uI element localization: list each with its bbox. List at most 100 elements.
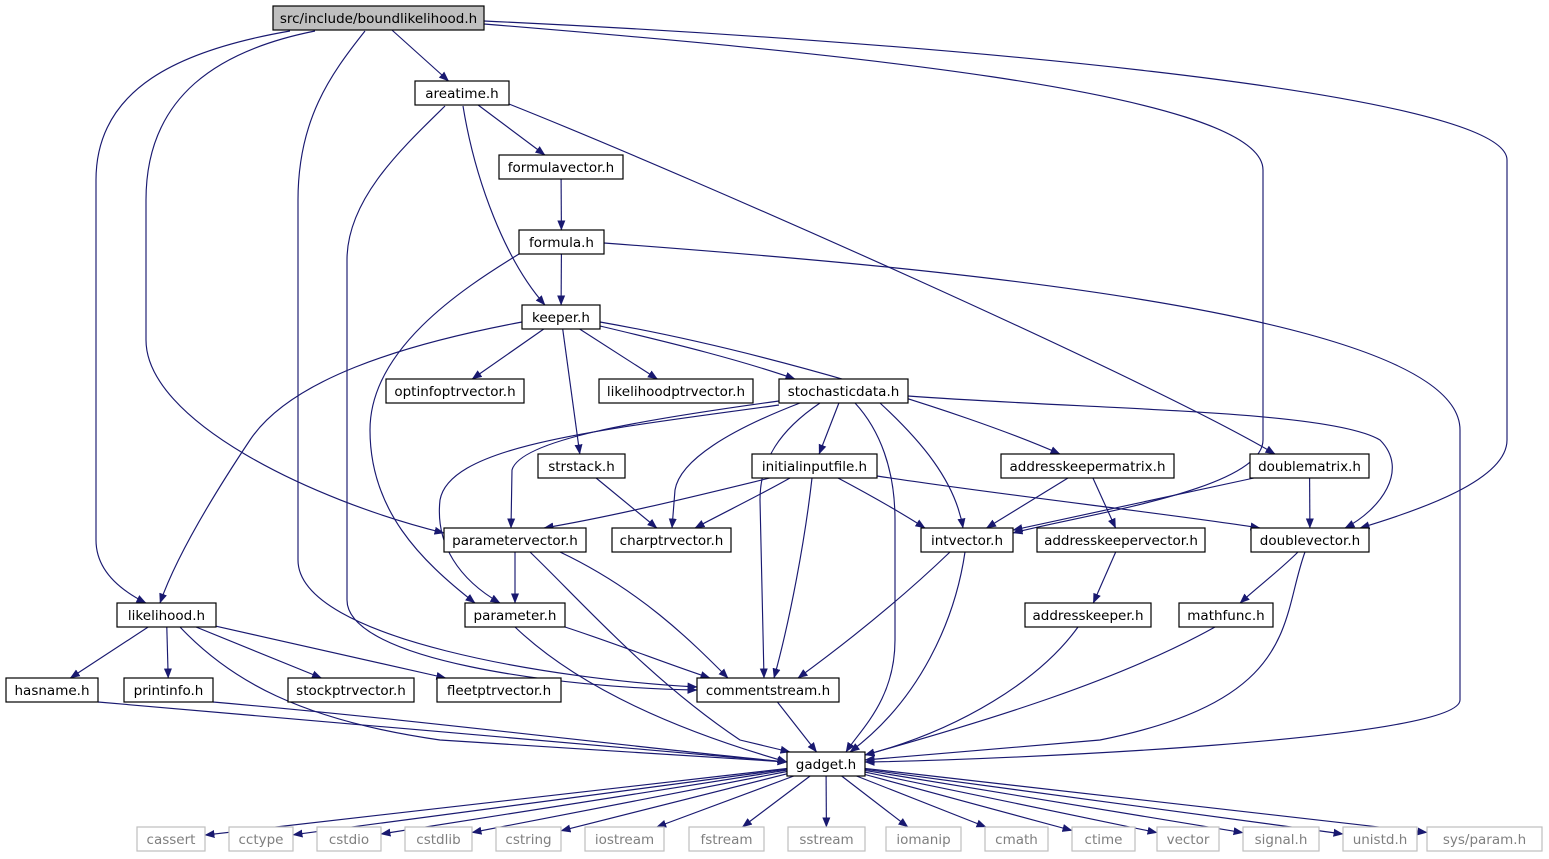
edge-intvector-to-commentstream: [797, 551, 951, 679]
node-cstring: cstring: [495, 826, 562, 852]
node-cstdio: cstdio: [316, 826, 382, 852]
edge-initialinputfile-to-doublevector: [876, 475, 1261, 531]
node-printinfo[interactable]: printinfo.h: [123, 677, 214, 703]
edge-stochasticdata-to-initialinputfile: [818, 402, 840, 455]
edge-boundlikelihood-to-commentstream: [297, 30, 698, 691]
edge-stochasticdata-to-parameter: [438, 404, 780, 604]
node-addresskeepermatrix[interactable]: addresskeepermatrix.h: [1000, 453, 1175, 479]
edge-addresskeepermatrix-to-addresskeepervector: [1092, 477, 1117, 529]
node-doublevector[interactable]: doublevector.h: [1250, 527, 1370, 553]
node-label: cstdlib: [416, 832, 460, 848]
node-mathfunc[interactable]: mathfunc.h: [1178, 602, 1274, 628]
node-label: formulavector.h: [508, 160, 614, 176]
node-fleetptrvector[interactable]: fleetptrvector.h: [436, 677, 562, 703]
edge-arrow: [163, 626, 172, 679]
edge-arrow: [603, 242, 1461, 766]
edge-arrow: [864, 767, 1428, 836]
node-label: cstring: [505, 832, 551, 848]
node-boundlikelihood: src/include/boundlikelihood.h: [272, 5, 485, 31]
edge-doublevector-to-gadget: [864, 551, 1306, 764]
edge-arrow: [864, 773, 1073, 832]
edge-arrow: [864, 551, 1306, 764]
node-stockptrvector[interactable]: stockptrvector.h: [287, 677, 415, 703]
edge-arrow: [694, 477, 791, 529]
edge-gadget-to-iomanip: [841, 775, 909, 828]
node-label: vector: [1167, 832, 1210, 848]
node-box: [498, 154, 624, 180]
edge-gadget-to-vector: [864, 771, 1158, 835]
node-charptrvector[interactable]: charptrvector.h: [611, 527, 732, 553]
edge-arrow: [508, 103, 1276, 455]
node-box: [984, 826, 1049, 852]
node-areatime[interactable]: areatime.h: [414, 80, 510, 106]
edge-keeper-to-optinfoptrvector: [471, 328, 545, 380]
edge-gadget-to-cstdlib: [471, 770, 788, 835]
node-hasname[interactable]: hasname.h: [5, 677, 99, 703]
node-box: [316, 826, 382, 852]
edge-arrow: [776, 701, 818, 753]
node-box: [404, 826, 473, 852]
node-gadget[interactable]: gadget.h: [786, 751, 866, 777]
edge-gadget-to-unistd: [864, 768, 1344, 837]
node-iomanip: iomanip: [885, 826, 962, 852]
node-box: [1000, 453, 1175, 479]
node-label: cassert: [147, 832, 196, 848]
edge-gadget-to-iostream: [656, 775, 795, 828]
node-likelihoodptrvector[interactable]: likelihoodptrvector.h: [598, 378, 754, 404]
edge-doublevector-to-mathfunc: [1239, 551, 1299, 604]
edge-arrow: [837, 477, 926, 529]
node-box: [228, 826, 294, 852]
edge-arrow: [599, 325, 796, 380]
node-keeper[interactable]: keeper.h: [521, 304, 601, 330]
node-intvector[interactable]: intvector.h: [920, 527, 1014, 553]
edge-areatime-to-keeper: [462, 105, 546, 306]
node-cstdlib: cstdlib: [404, 826, 473, 852]
edge-intvector-to-gadget: [849, 551, 966, 753]
node-label: fleetptrvector.h: [447, 683, 551, 699]
node-likelihood[interactable]: likelihood.h: [116, 602, 217, 628]
edge-arrow: [841, 775, 909, 828]
edge-arrow: [215, 625, 447, 680]
node-formula[interactable]: formula.h: [518, 229, 605, 255]
edge-arrow: [514, 626, 788, 764]
edge-arrow: [656, 775, 795, 828]
node-commentstream[interactable]: commentstream.h: [696, 677, 840, 703]
node-formulavector[interactable]: formulavector.h: [498, 154, 624, 180]
edge-arrow: [462, 105, 546, 306]
edge-stochasticdata-to-doublevector: [907, 395, 1393, 529]
edge-arrow: [856, 775, 987, 828]
edge-arrow: [95, 30, 291, 604]
node-box: [1342, 826, 1418, 852]
node-strstack[interactable]: strstack.h: [537, 453, 626, 479]
node-box: [123, 677, 214, 703]
node-initialinputfile[interactable]: initialinputfile.h: [751, 453, 878, 479]
edge-arrow: [879, 402, 966, 529]
node-label: mathfunc.h: [1187, 608, 1264, 624]
node-box: [5, 677, 99, 703]
node-box: [385, 378, 525, 404]
edge-printinfo-to-gadget: [212, 701, 788, 766]
edge-mathfunc-to-gadget: [864, 626, 1216, 757]
edge-parametervector-to-gadget: [529, 551, 791, 754]
node-parameter[interactable]: parameter.h: [464, 602, 566, 628]
node-label: iostream: [595, 832, 654, 848]
node-parametervector[interactable]: parametervector.h: [443, 527, 587, 553]
node-addresskeepervector[interactable]: addresskeepervector.h: [1036, 527, 1206, 553]
node-cmath: cmath: [984, 826, 1049, 852]
edge-arrow: [483, 23, 1264, 535]
node-box: [443, 527, 587, 553]
node-addresskeeper[interactable]: addresskeeper.h: [1024, 602, 1152, 628]
edge-arrow: [864, 626, 1216, 757]
node-box: [786, 751, 866, 777]
edge-areatime-to-formulavector: [477, 104, 546, 156]
node-box: [1426, 826, 1543, 852]
node-label: keeper.h: [532, 310, 590, 326]
node-optinfoptrvector[interactable]: optinfoptrvector.h: [385, 378, 525, 404]
edge-arrow: [380, 769, 788, 837]
node-stochasticdata[interactable]: stochasticdata.h: [778, 378, 909, 404]
node-doublematrix[interactable]: doublematrix.h: [1249, 453, 1370, 479]
edge-arrow: [876, 475, 1261, 531]
edge-arrow: [529, 551, 791, 754]
edge-arrow: [1092, 477, 1117, 529]
